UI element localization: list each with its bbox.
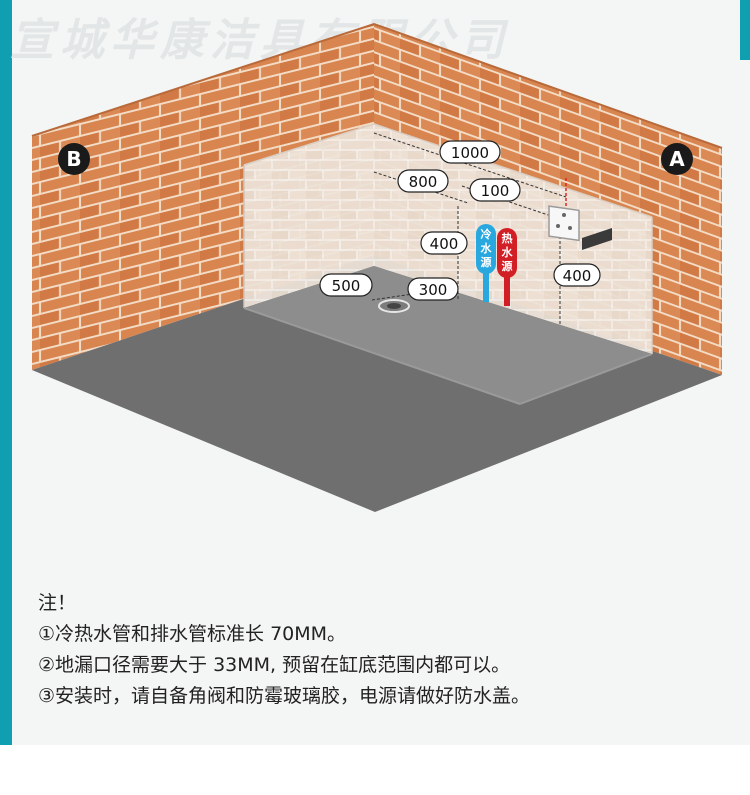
svg-text:400: 400 (563, 267, 592, 285)
corner-a-badge: A (661, 143, 693, 175)
bathroom-diagram: 冷水源 热水源 1000 800 100 400 400 500 3 (31, 22, 723, 512)
diagram-frame: 宣城华康洁具有限公司 (0, 0, 750, 745)
hot-water-pipe (497, 228, 517, 306)
dim-400-right: 400 (553, 263, 601, 287)
svg-text:B: B (66, 147, 81, 171)
dim-800: 800 (397, 169, 449, 193)
svg-text:1000: 1000 (451, 144, 489, 162)
notes-heading: 注！ (38, 592, 77, 614)
svg-text:500: 500 (332, 277, 361, 295)
svg-text:300: 300 (419, 281, 448, 299)
svg-text:A: A (669, 147, 685, 171)
floor-drain (378, 299, 410, 313)
recess-floor (244, 266, 652, 404)
svg-text:400: 400 (430, 235, 459, 253)
cold-water-pipe (476, 224, 496, 302)
dim-100: 100 (469, 178, 521, 202)
frame-accent-left (0, 0, 12, 745)
recess-back-wall-left (244, 124, 374, 308)
frame-accent-right (740, 0, 750, 60)
svg-text:100: 100 (481, 182, 510, 200)
corner-b-badge: B (58, 143, 90, 175)
power-socket (548, 205, 580, 242)
svg-text:800: 800 (409, 173, 438, 191)
dim-400-left: 400 (420, 231, 468, 255)
dim-500: 500 (319, 273, 373, 297)
hot-pipe-text: 热水源 (502, 231, 514, 273)
note-line-1: ①冷热水管和排水管标准长 70MM。 (38, 623, 347, 645)
dim-300: 300 (407, 277, 459, 301)
dim-1000: 1000 (439, 140, 501, 164)
installation-notes: 注！ ①冷热水管和排水管标准长 70MM。 ②地漏口径需要大于 33MM, 预留… (38, 588, 728, 712)
cold-pipe-text: 冷水源 (481, 227, 493, 269)
wall-outlet-slot (582, 228, 612, 250)
note-line-2: ②地漏口径需要大于 33MM, 预留在缸底范围内都可以。 (38, 654, 511, 676)
note-line-3: ③安装时，请自备角阀和防霉玻璃胶，电源请做好防水盖。 (38, 685, 531, 707)
